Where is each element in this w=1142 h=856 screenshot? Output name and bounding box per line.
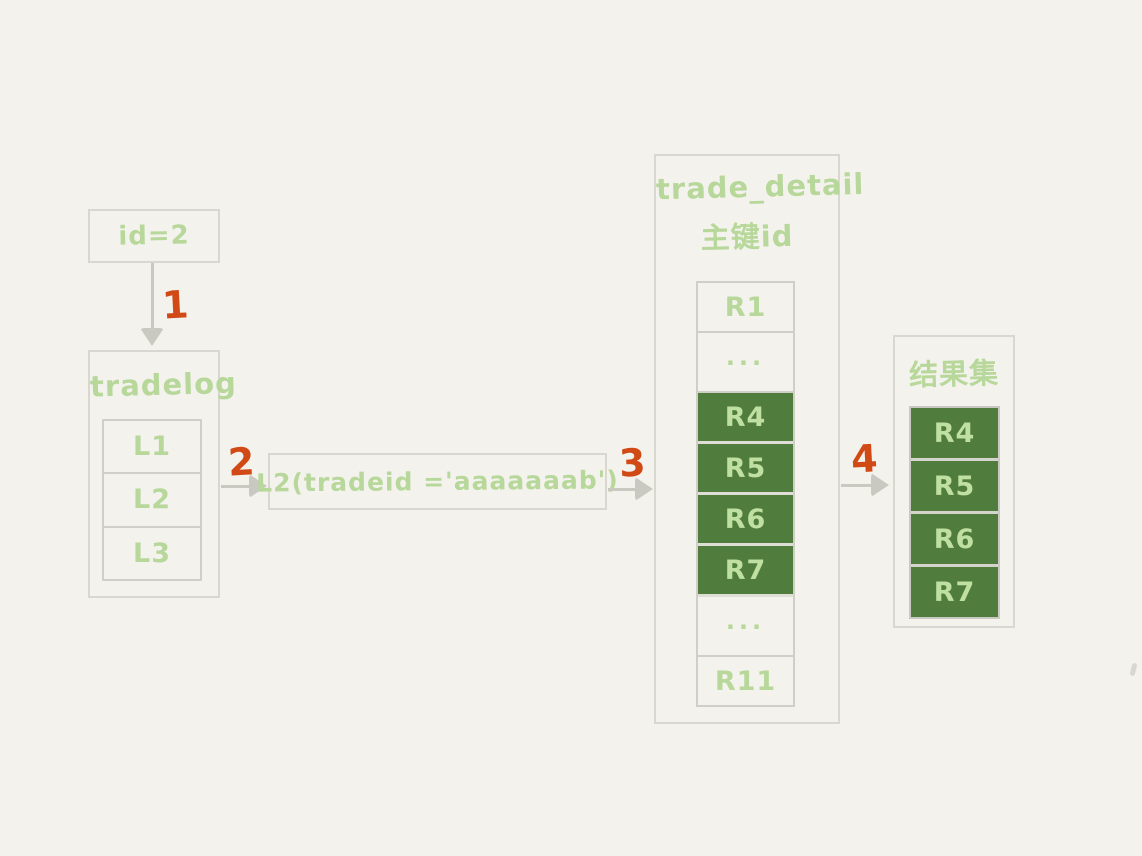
row-label: R6 <box>933 523 976 555</box>
tradelog-rows: L1 L2 L3 <box>102 419 202 581</box>
id-filter-label: id=2 <box>118 220 190 252</box>
step-1-label: 1 <box>160 282 190 328</box>
table-row-highlighted: R7 <box>911 567 998 617</box>
arrow-3-line <box>608 488 638 491</box>
table-row-highlighted: R5 <box>698 444 793 495</box>
row-label: R1 <box>724 291 767 323</box>
table-row-highlighted: R6 <box>911 514 998 567</box>
table-row-highlighted: R4 <box>698 393 793 444</box>
table-row: R11 <box>698 657 793 705</box>
step-4-label: 4 <box>849 436 879 482</box>
result-set-box: 结果集 R4 R5 R6 R7 <box>893 335 1015 628</box>
arrow-4-line <box>841 484 874 487</box>
table-row-highlighted: R6 <box>698 495 793 546</box>
arrow-2-line <box>221 485 252 488</box>
table-row: R1 <box>698 283 793 333</box>
row-label: R7 <box>933 576 976 608</box>
id-filter-box: id=2 <box>88 209 220 263</box>
result-set-rows: R4 R5 R6 R7 <box>909 406 1000 619</box>
arrowhead-right-icon <box>249 474 267 498</box>
row-label: L1 <box>133 431 171 463</box>
table-row: L3 <box>104 528 200 579</box>
arrow-1-line <box>151 263 154 329</box>
arrowhead-right-icon <box>635 477 653 501</box>
trade-detail-subtitle: 主键id <box>700 218 794 256</box>
row-label: R6 <box>724 503 767 535</box>
row-label: R11 <box>714 665 777 697</box>
result-set-title: 结果集 <box>908 355 1000 393</box>
stray-pen-mark <box>1129 662 1138 677</box>
table-row: ... <box>698 333 793 393</box>
arrowhead-down-icon <box>140 328 164 346</box>
step-3-label: 3 <box>617 440 647 486</box>
trade-detail-table-box: trade_detail 主键id R1 ... R4 R5 R6 R7 ... <box>654 154 865 724</box>
table-row: L1 <box>104 421 200 475</box>
query-label: L2(tradeid ='aaaaaaab') <box>256 465 619 498</box>
table-row: L2 <box>104 474 200 528</box>
tradelog-title: tradelog <box>89 365 238 404</box>
row-label: L3 <box>133 537 171 569</box>
query-box: L2(tradeid ='aaaaaaab') <box>256 453 619 510</box>
row-label: R5 <box>933 470 976 502</box>
row-label: R7 <box>724 554 767 586</box>
arrowhead-right-icon <box>871 473 889 497</box>
row-label: ... <box>725 343 766 371</box>
row-label: R4 <box>933 417 976 449</box>
tradelog-table-box: tradelog L1 L2 L3 <box>88 350 238 598</box>
row-label: L2 <box>133 484 171 516</box>
table-row-highlighted: R4 <box>911 408 998 461</box>
table-row: ... <box>698 597 793 657</box>
step-2-label: 2 <box>226 439 256 485</box>
trade-detail-rows: R1 ... R4 R5 R6 R7 ... R11 <box>696 281 795 707</box>
row-label: R5 <box>724 452 767 484</box>
table-row-highlighted: R7 <box>698 546 793 597</box>
table-row-highlighted: R5 <box>911 461 998 514</box>
row-label: R4 <box>724 401 767 433</box>
trade-detail-title: trade_detail <box>655 166 865 207</box>
row-label: ... <box>725 607 766 635</box>
